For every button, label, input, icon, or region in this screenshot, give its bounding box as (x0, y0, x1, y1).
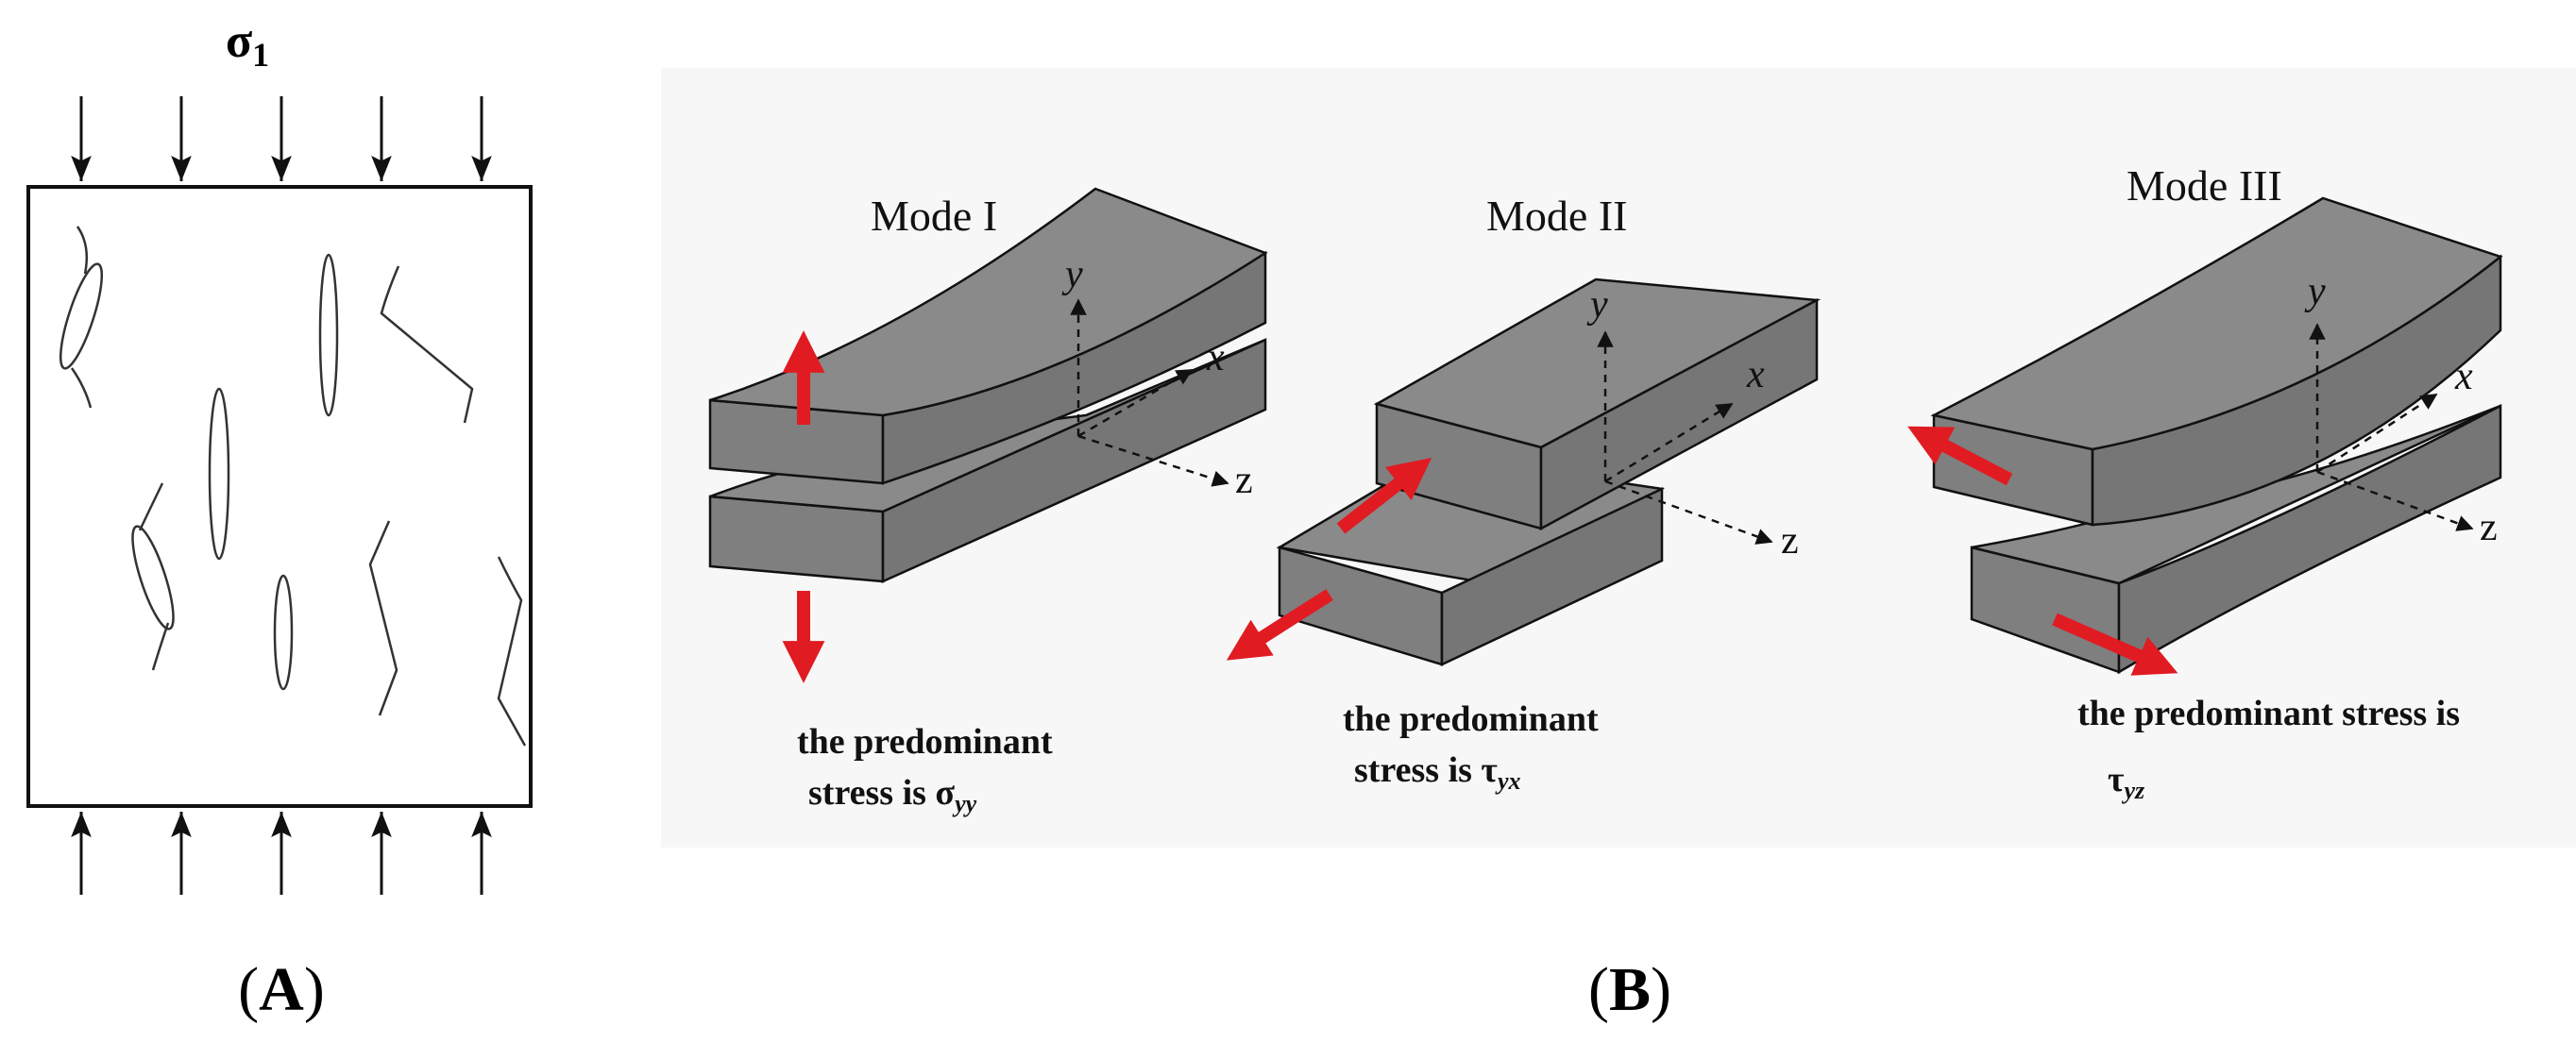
x-axis (2316, 393, 2438, 474)
mode-2-upper-side (1539, 297, 1819, 531)
mode-2-title: Mode II (1486, 192, 1627, 240)
sigma-symbol: σ (226, 14, 252, 68)
mode-3-upper-top (1930, 196, 2503, 451)
mode-2-lower-side (1440, 487, 1664, 666)
crack (368, 520, 398, 716)
mode-3-title: Mode III (2127, 161, 2282, 210)
mode-1-z-label: z (1235, 459, 1253, 502)
mode-titles: Mode I Mode II Mode III (871, 161, 2282, 240)
mode-1-caption-line1: the predominant (797, 722, 1053, 762)
mode-1-y-label: y (1061, 253, 1083, 296)
top-load-arrows (71, 96, 492, 181)
mode-2-y-label: y (1586, 283, 1608, 327)
mode-2-force-front (1226, 589, 1333, 661)
mode-1-upper-top (709, 187, 1268, 417)
sigma-subscript: 1 (252, 36, 269, 74)
crack (131, 525, 175, 630)
mode-3-force-back (1907, 426, 2013, 486)
mode-2-axes (1597, 330, 1773, 545)
mode-2-force-back (1336, 457, 1432, 534)
z-axis (1604, 479, 1773, 545)
mode-1-diagram (708, 187, 1268, 683)
mode-captions: the predominant stress is σyy the predom… (797, 694, 2460, 817)
crack (59, 262, 104, 370)
specimen-box (26, 185, 533, 808)
z-axis (1077, 434, 1229, 487)
axis-labels: y x z y x z y x z (1061, 253, 2498, 563)
crack (151, 622, 170, 671)
x-axis (1604, 402, 1734, 483)
crack (273, 574, 294, 691)
mode-2-caption-line1: the predominant (1343, 699, 1599, 739)
mode-2-caption-line2: stress is τyx (1354, 750, 1520, 795)
mode-1-x-label: x (1206, 336, 1225, 379)
mode-3-x-label: x (2454, 355, 2473, 398)
mode-3-force-front (2052, 613, 2178, 676)
mode-3-diagram (1907, 196, 2503, 676)
mode-3-y-label: y (2304, 270, 2326, 313)
crack (76, 226, 88, 275)
mode-1-axes (1070, 298, 1229, 487)
sigma-1-label: σ1 (226, 14, 269, 74)
panel-b: y x z y x z y x z Mode I Mode II Mode II… (661, 68, 2576, 1024)
panel-b-caption: (B) (1588, 955, 1671, 1024)
crack (318, 253, 339, 417)
mode-3-axes (2309, 323, 2474, 531)
mode-3-caption-line1: the predominant stress is (2077, 694, 2460, 733)
mode-1-title: Mode I (871, 192, 997, 240)
micro-cracks (59, 226, 527, 747)
panel-a: σ1 (26, 14, 533, 1024)
crack (497, 556, 527, 747)
mode-2-x-label: x (1746, 353, 1765, 396)
crack (70, 367, 93, 409)
mode-3-lower-side (2117, 403, 2502, 675)
bottom-load-arrows (71, 812, 492, 895)
mode-3-caption-line2: τyz (2108, 760, 2145, 804)
mode-3-z-label: z (2480, 506, 2498, 549)
crack (380, 265, 474, 424)
crack (208, 387, 230, 561)
mode-2-z-label: z (1781, 519, 1799, 563)
mode-1-caption-line2: stress is σyy (808, 773, 977, 817)
panel-a-caption: (A) (238, 955, 325, 1024)
mode-2-diagram (1226, 277, 1822, 666)
